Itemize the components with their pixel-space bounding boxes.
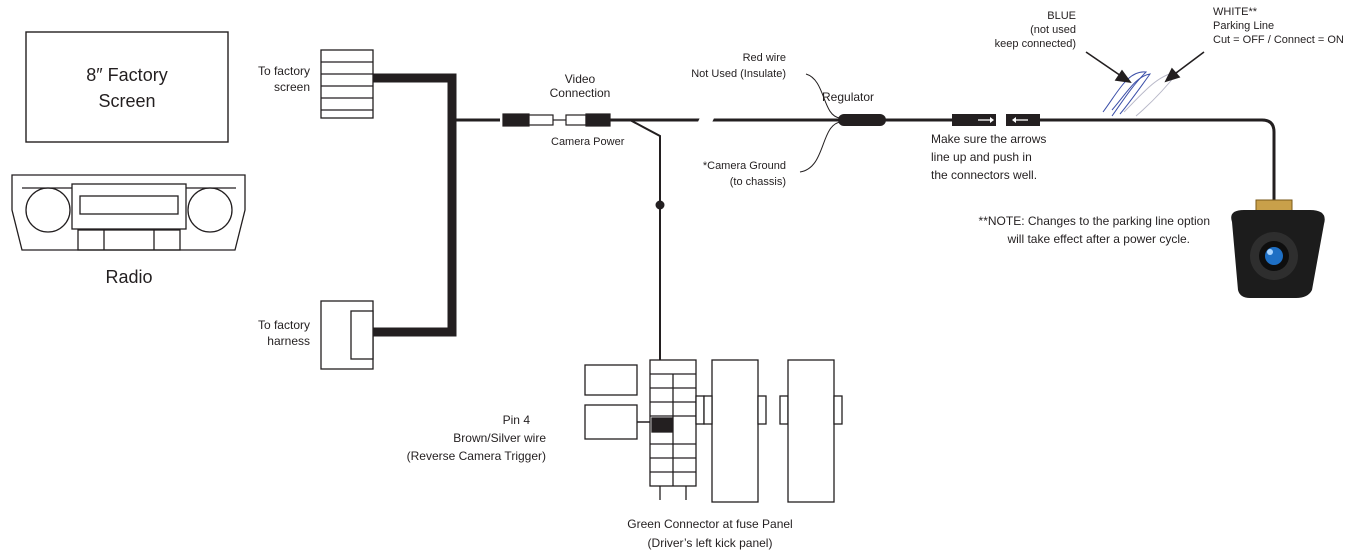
regulator-label: Regulator	[822, 90, 875, 104]
screen-label-line1: 8″ Factory	[86, 65, 168, 85]
note-line2: will take effect after a power cycle.	[1007, 232, 1190, 246]
video-label-line2: Connection	[549, 86, 611, 100]
to-screen-label-line1: To factory	[257, 64, 310, 78]
harness-connector-icon	[320, 300, 374, 370]
pin-label-line2: Brown/Silver wire	[453, 431, 546, 445]
screen-label-line2: Screen	[98, 91, 156, 111]
red-wire-label-line2: Not Used (Insulate)	[691, 68, 786, 80]
regulator-icon	[799, 73, 886, 173]
callout-arrows	[1085, 51, 1205, 84]
blue-wire-label-line3: keep connected)	[994, 38, 1076, 50]
red-wire-label-line1: Red wire	[742, 52, 786, 64]
arrows-note-line2: line up and push in	[931, 150, 1032, 164]
camera-power-label: Camera Power	[551, 136, 625, 148]
inline-connector-icon	[952, 114, 1040, 126]
screen-connector-icon	[320, 49, 374, 119]
radio-label: Radio	[105, 267, 153, 287]
harness-wire	[373, 73, 500, 337]
ground-label-line2: (to chassis)	[729, 176, 786, 188]
radio-icon	[11, 174, 246, 251]
pin-label-line3: (Reverse Camera Trigger)	[406, 449, 546, 463]
video-label-line1: Video	[564, 72, 596, 86]
ground-label-line1: *Camera Ground	[702, 160, 786, 172]
camera-icon	[1231, 199, 1325, 298]
arrows-note-line1: Make sure the arrows	[931, 132, 1047, 146]
green-connector-label-line2: (Driver’s left kick panel)	[647, 536, 773, 550]
note-line1: **NOTE: Changes to the parking line opti…	[978, 214, 1210, 228]
white-wire-label-line3: Cut = OFF / Connect = ON	[1213, 34, 1344, 46]
to-harness-label-line2: harness	[267, 334, 310, 348]
pin-label-line1: Pin 4	[502, 413, 530, 427]
blue-wire-label-line2: (not used	[1030, 24, 1076, 36]
to-screen-label-line2: screen	[273, 80, 310, 94]
white-wire-label-line1: WHITE**	[1213, 6, 1257, 18]
fuse-panel-icon	[584, 359, 843, 503]
white-wire-label-line2: Parking Line	[1213, 20, 1275, 32]
rca-connector-icon	[502, 113, 611, 127]
blue-wire-label-line1: BLUE	[1047, 10, 1076, 22]
power-wire	[629, 119, 665, 430]
arrows-note-line3: the connectors well.	[931, 168, 1038, 182]
camera-wire	[610, 118, 1276, 208]
to-harness-label-line1: To factory	[257, 318, 310, 332]
factory-screen	[25, 31, 229, 143]
green-connector-label-line1: Green Connector at fuse Panel	[627, 517, 793, 531]
